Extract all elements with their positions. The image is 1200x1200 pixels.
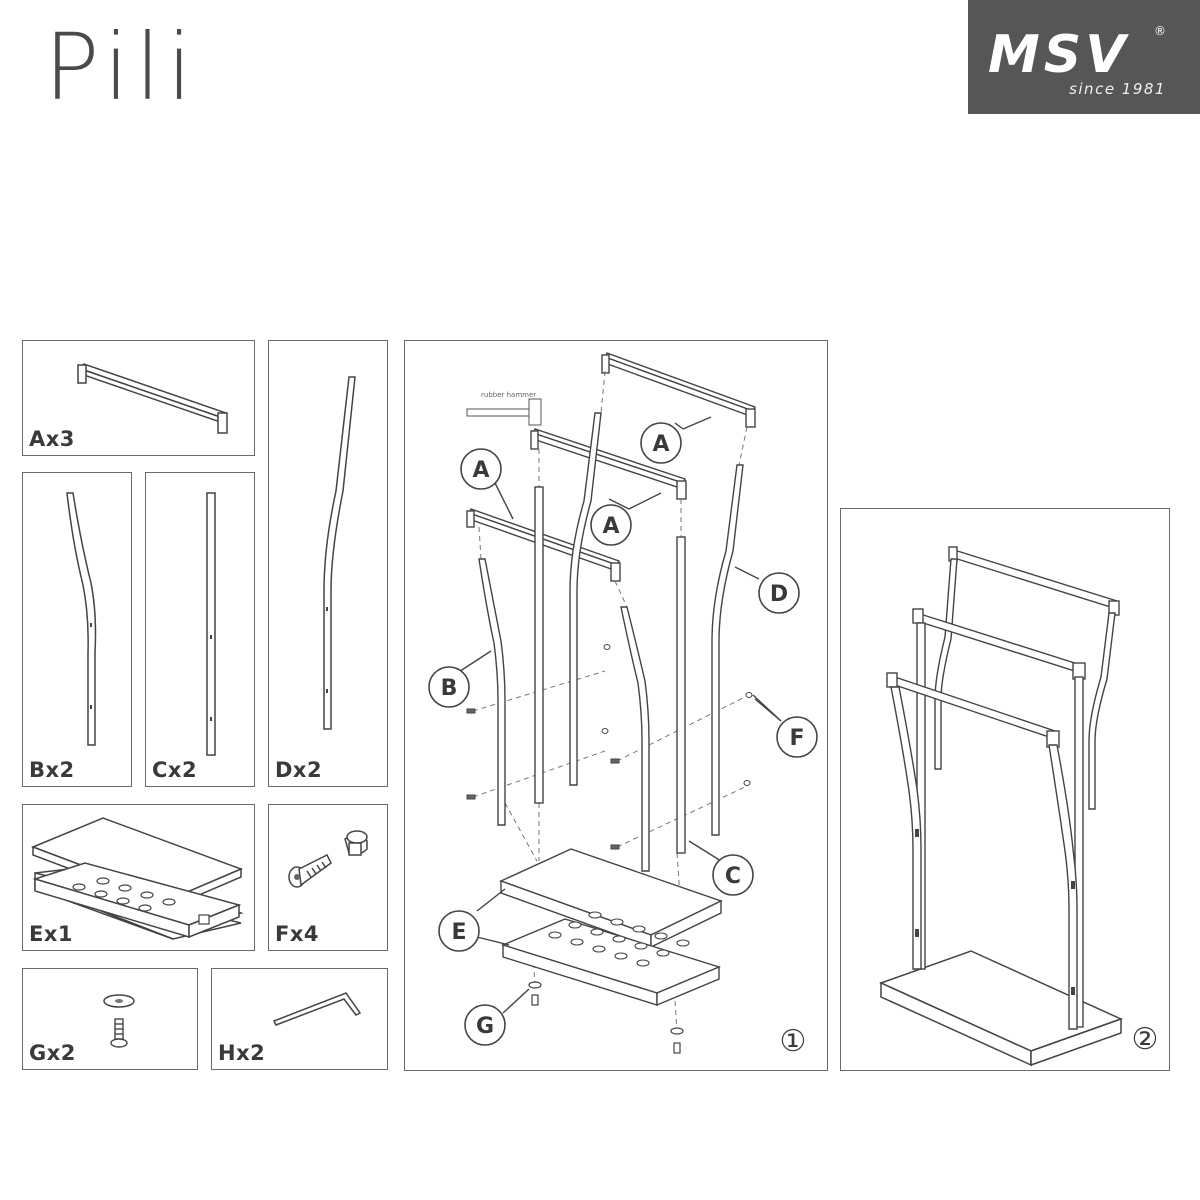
part-panel-c: Cx2 <box>145 472 255 787</box>
step-1-number: ① <box>780 1024 807 1059</box>
part-panel-f: Fx4 <box>268 804 388 951</box>
callout-e: E <box>451 920 466 945</box>
curved-leg-b-drawing-icon <box>66 492 97 746</box>
part-label-b: Bx2 <box>29 758 75 782</box>
part-panel-e: Ex1 <box>22 804 255 951</box>
bolt-and-nut-f-drawing-icon <box>288 830 368 888</box>
callout-a-middle: A <box>602 514 619 539</box>
product-title: Pili <box>44 14 199 121</box>
step-2-panel: ② <box>840 508 1170 1071</box>
tall-curved-leg-d-drawing-icon <box>323 376 356 730</box>
callout-f: F <box>789 726 804 751</box>
bar-a-drawing-icon <box>77 363 228 434</box>
part-panel-a: Ax3 <box>22 340 255 456</box>
logo-registered-mark: ® <box>1154 24 1166 38</box>
exploded-assembly-diagram: rubber hammer <box>428 352 818 1059</box>
part-label-e: Ex1 <box>29 922 74 946</box>
callout-c: C <box>725 864 741 889</box>
brand-logo: MSV ® since 1981 <box>968 0 1200 114</box>
callout-g: G <box>476 1014 494 1039</box>
callout-b: B <box>441 676 458 701</box>
bars-a <box>466 352 756 582</box>
part-label-f: Fx4 <box>275 922 320 946</box>
allen-key-h-drawing-icon <box>272 992 362 1026</box>
legs <box>478 412 744 872</box>
washers-g <box>528 981 684 1054</box>
callout-d: D <box>770 582 788 607</box>
part-label-d: Dx2 <box>275 758 323 782</box>
rubber-hammer-icon: rubber hammer <box>466 391 542 426</box>
base-plates-e-drawing-icon <box>30 817 244 940</box>
part-panel-d: Dx2 <box>268 340 388 787</box>
part-label-c: Cx2 <box>152 758 198 782</box>
part-label-g: Gx2 <box>29 1041 76 1065</box>
step-2-number: ② <box>1132 1022 1159 1057</box>
part-label-a: Ax3 <box>29 427 75 451</box>
washer-screw-g-drawing-icon <box>103 994 135 1048</box>
bolts-f <box>466 644 753 850</box>
straight-leg-c-drawing-icon <box>206 492 216 756</box>
logo-tagline: since 1981 <box>1069 80 1166 98</box>
callout-circles <box>428 422 818 1046</box>
base-plates-e <box>499 848 723 1007</box>
callout-a-left: A <box>472 458 489 483</box>
assembled-towel-rack-drawing: ② <box>878 546 1159 1067</box>
logo-brand-text: MSV <box>988 25 1129 85</box>
part-panel-h: Hx2 <box>211 968 388 1070</box>
tool-label: rubber hammer <box>481 391 536 399</box>
callout-a-top: A <box>652 432 669 457</box>
part-panel-g: Gx2 <box>22 968 198 1070</box>
msv-logo-icon: MSV ® <box>988 24 1166 85</box>
part-panel-b: Bx2 <box>22 472 132 787</box>
part-label-h: Hx2 <box>218 1041 266 1065</box>
step-1-panel: rubber hammer <box>404 340 828 1071</box>
